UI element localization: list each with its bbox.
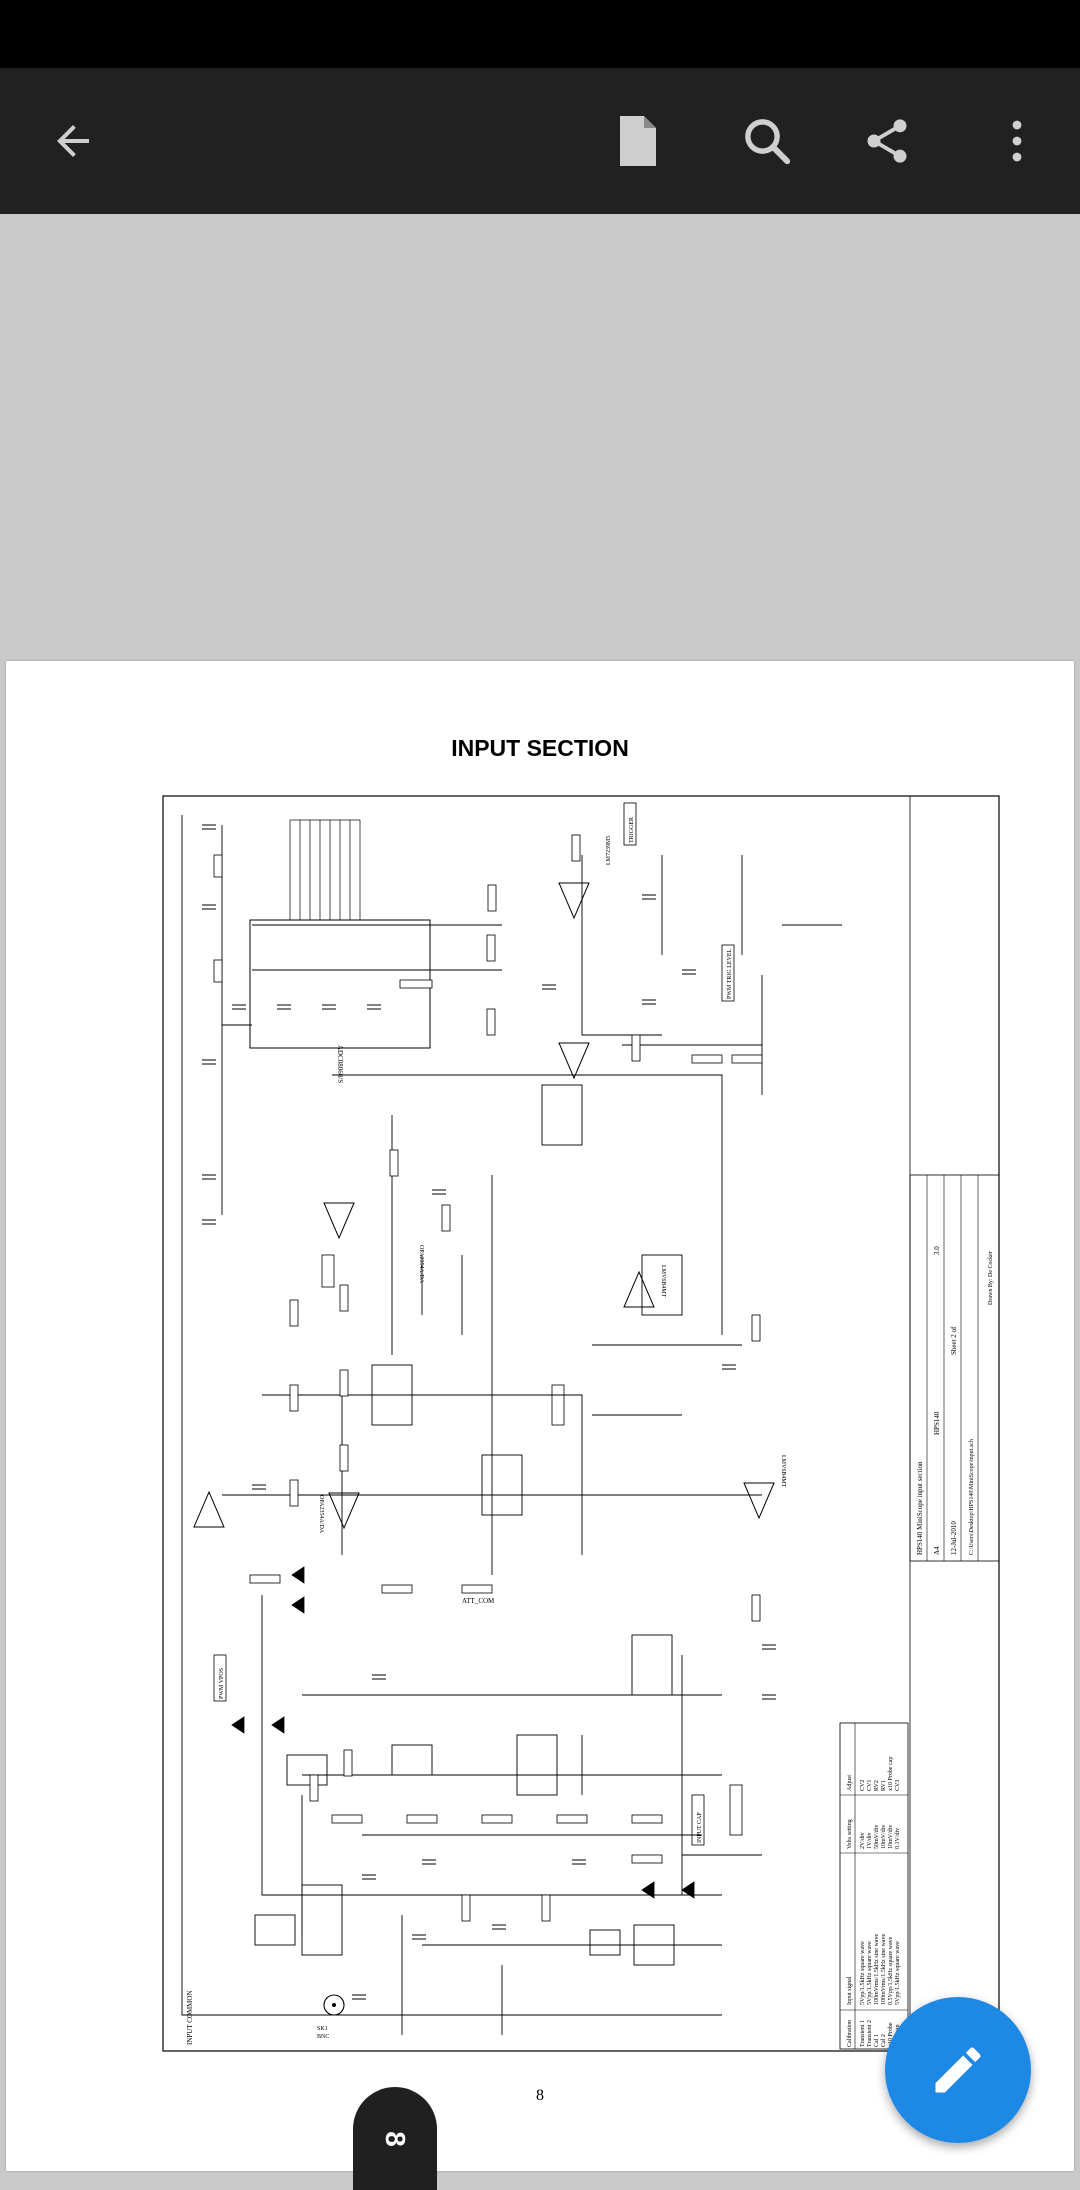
document-viewer[interactable]: INPUT SECTION HPS140 MiniScope input sec… <box>0 214 1080 2190</box>
title-block-drawn-by: Drawn By: De Cocker <box>988 1251 994 1305</box>
table-row: Cal 2 100mVrms/1.5kHz sine wave 10mV/div… <box>881 1780 887 2047</box>
svg-text:50mV/div: 50mV/div <box>874 1825 880 1849</box>
title-block-revision: 3.0 <box>933 1246 941 1255</box>
back-button[interactable] <box>33 101 113 181</box>
table-row: Cal 1 100mVrms/1.5kHz sine wave 50mV/div… <box>874 1780 880 2047</box>
status-bar <box>0 0 1080 68</box>
svg-text:100mVrms/1.5kHz sine wave: 100mVrms/1.5kHz sine wave <box>874 1934 880 2005</box>
net-label-input-cap: INPUT CAP <box>697 1812 703 1843</box>
table-header-adjust: Adjust <box>847 1775 853 1791</box>
svg-text:5Vpp/1.5kHz square wave: 5Vpp/1.5kHz square wave <box>867 1941 873 2005</box>
ic-label-adc: ADC08060/S <box>336 1045 344 1083</box>
more-options-button[interactable] <box>977 101 1057 181</box>
svg-text:Cal 2: Cal 2 <box>881 2034 887 2047</box>
page-title: INPUT SECTION <box>451 735 629 761</box>
share-icon <box>867 119 907 163</box>
title-block-sheet: Sheet 2 of <box>950 1326 958 1355</box>
svg-text:10mV/div: 10mV/div <box>881 1825 887 1849</box>
page-number: 8 <box>536 2087 544 2104</box>
svg-text:Cal 1: Cal 1 <box>874 2034 880 2047</box>
net-label-att-com: ATT_COM <box>462 1597 495 1605</box>
table-header-input: Input signal <box>847 1976 853 2005</box>
svg-text:0.1V/div: 0.1V/div <box>895 1828 901 1849</box>
table-row: Input cap 5Vpp/1.5kHz square wave 0.1V/d… <box>895 1780 901 2047</box>
net-label-pwm-vpos: PWM VPOS <box>219 1668 225 1699</box>
svg-text:Transient 1: Transient 1 <box>860 2020 866 2047</box>
net-label-input-common: INPUT COMMON <box>186 1990 194 2045</box>
document-info-button[interactable] <box>598 101 678 181</box>
schematic-wires <box>181 815 842 2035</box>
title-block-size: A4 <box>933 1546 941 1555</box>
ic-label-lmv6b4-2: LMV6B4MT <box>660 1265 666 1298</box>
title-block-title: HPS140 MiniScope input section <box>916 1461 924 1555</box>
title-block: HPS140 MiniScope input section A4 HPS140… <box>909 1174 1000 1562</box>
calibration-table: Calibration Input signal Volts setting A… <box>839 1722 909 2050</box>
arrow-back-icon <box>57 125 89 157</box>
schematic-drawing: HPS140 MiniScope input section A4 HPS140… <box>162 795 1000 2052</box>
edit-fab-button[interactable] <box>885 1997 1031 2143</box>
ic-label-lmv7239: LM7239M5 <box>606 836 612 865</box>
svg-text:RV1: RV1 <box>881 1780 887 1791</box>
svg-text:2V/div: 2V/div <box>860 1832 866 1849</box>
table-row: Transient 1 5Vpp/1.5kHz square wave 2V/d… <box>860 1780 866 2047</box>
edit-pencil-icon <box>935 2047 981 2093</box>
label-sk1: SK1 <box>317 2026 328 2032</box>
share-button[interactable] <box>847 101 927 181</box>
label-bnc: BNC <box>317 2034 329 2040</box>
op-amp-symbols <box>193 882 775 1530</box>
svg-text:x10 Probe cap: x10 Probe cap <box>888 1757 894 1791</box>
more-vert-icon <box>1012 120 1022 162</box>
svg-text:5Vpp/1.5kHz square wave: 5Vpp/1.5kHz square wave <box>895 1941 901 2005</box>
title-block-file: C:\Users\Desktop\HPS140\MiniScope\input.… <box>969 1439 975 1555</box>
svg-text:100mVrms/1.5kHz sine wave: 100mVrms/1.5kHz sine wave <box>881 1934 887 2005</box>
svg-text:CV3: CV3 <box>895 1780 901 1791</box>
page-indicator-number: 8 <box>379 2130 411 2147</box>
ic-label-lmv6b4-1: LMV6B4MT <box>780 1455 786 1488</box>
svg-text:5Vpp/1.5kHz square wave: 5Vpp/1.5kHz square wave <box>860 1941 866 2005</box>
svg-text:CV1: CV1 <box>867 1780 873 1791</box>
app-bar <box>0 68 1080 214</box>
svg-text:Transient 2: Transient 2 <box>867 2020 873 2047</box>
search-icon <box>745 119 791 165</box>
search-button[interactable] <box>727 101 807 181</box>
svg-text:10mV/div: 10mV/div <box>888 1825 894 1849</box>
ic-label-opa-2: OPA2354A/DA <box>318 1495 324 1534</box>
table-row: Transient 2 5Vpp/1.5kHz square wave 1V/d… <box>867 1780 873 2047</box>
svg-text:x10 Probe: x10 Probe <box>888 2022 894 2047</box>
net-label-trigger: TRIGGER <box>629 817 635 843</box>
net-label-pwm-trig: PWM TRIG LEVEL <box>727 948 733 999</box>
table-header-volts: Volts setting <box>847 1819 853 1849</box>
table-header-calibration: Calibration <box>847 2020 853 2047</box>
title-block-number: HPS140 <box>933 1411 941 1435</box>
svg-text:CV2: CV2 <box>860 1780 866 1791</box>
table-row: x10 Probe 0.5Vpp/1.5kHz square wave 10mV… <box>888 1757 894 2047</box>
title-block-date: 12-Jul-2010 <box>950 1521 958 1555</box>
svg-text:RV2: RV2 <box>874 1780 880 1791</box>
page-indicator-chip[interactable]: 8 <box>353 2087 437 2190</box>
ic-label-opa-1: OPA2354A/DA <box>418 1245 424 1284</box>
svg-text:1V/div: 1V/div <box>867 1832 873 1849</box>
document-page: INPUT SECTION HPS140 MiniScope input sec… <box>6 661 1074 2171</box>
svg-text:0.5Vpp/1.5kHz square wave: 0.5Vpp/1.5kHz square wave <box>888 1936 894 2005</box>
document-icon <box>620 116 656 166</box>
